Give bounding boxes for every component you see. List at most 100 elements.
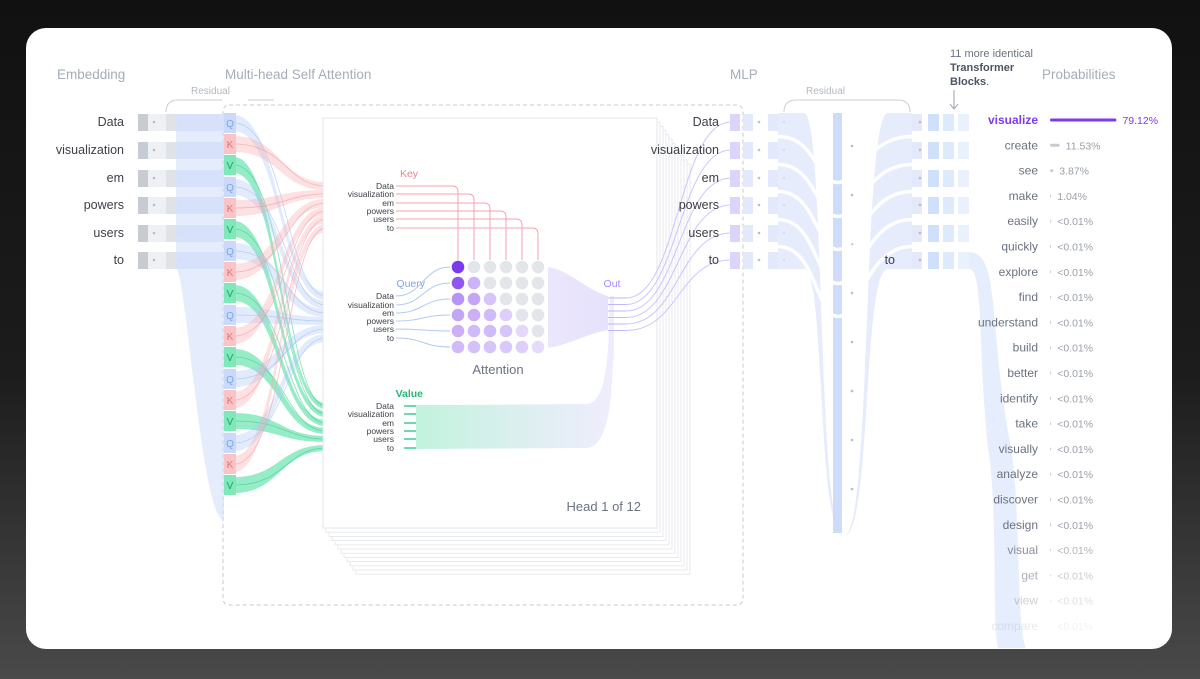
query-label: Query	[396, 278, 425, 290]
q-letter: Q	[226, 119, 234, 130]
residual-vector	[743, 170, 753, 187]
attention-cell	[483, 308, 497, 322]
mlp-dot	[918, 120, 922, 124]
out-to-mlp-line	[625, 204, 732, 318]
embedding-dot	[152, 258, 156, 262]
k-vector	[224, 326, 236, 346]
key-token: Data	[376, 181, 394, 191]
mlp-input-token: powers	[679, 198, 719, 212]
embedding-token: to	[114, 253, 124, 267]
q-vector	[224, 369, 236, 389]
v-flow-line	[233, 420, 327, 440]
probabilities-header: Probabilities	[1042, 67, 1116, 82]
mlp-separator	[777, 134, 913, 185]
value-flow	[234, 221, 326, 417]
probability-percent: <0.01%	[1057, 469, 1093, 481]
probability-word: visually	[999, 442, 1038, 456]
mlp-separator	[777, 189, 913, 252]
residual-vector	[912, 197, 922, 214]
residual-vector	[768, 252, 778, 269]
residual-vector	[166, 225, 176, 242]
v-flow-line	[233, 447, 327, 486]
attention-output-vector	[730, 225, 740, 242]
probability-percent: <0.01%	[1057, 317, 1093, 329]
v-flow-line	[233, 356, 327, 432]
mlp-dot	[757, 231, 761, 235]
embedding-dot	[152, 148, 156, 152]
embedding-to-qkv-lobe	[176, 114, 224, 520]
probability-word: find	[1019, 290, 1038, 304]
query-flow	[234, 334, 326, 451]
k-flow-line	[233, 218, 327, 401]
v-flow-line	[233, 164, 327, 407]
embedding-token: powers	[84, 198, 124, 212]
attention-cell	[499, 324, 513, 338]
residual-vector	[743, 197, 753, 214]
block-output-vector	[958, 142, 969, 159]
value-label: Value	[396, 388, 424, 400]
mlp-dot	[918, 258, 922, 262]
probability-percent: <0.01%	[1057, 419, 1093, 431]
attention-cell	[483, 340, 497, 354]
blocks-note-line1: 11 more identical	[950, 48, 1033, 60]
q-flow-line	[233, 250, 327, 314]
probability-percent: <0.01%	[1057, 267, 1093, 279]
residual-vector	[768, 142, 778, 159]
probability-bar	[1050, 573, 1052, 577]
probability-percent: <0.01%	[1057, 393, 1093, 405]
probability-word: see	[1019, 164, 1039, 178]
probability-bar	[1050, 118, 1117, 122]
mlp-header: MLP	[730, 67, 758, 82]
attention-cell	[451, 340, 465, 354]
attention-cell	[467, 324, 481, 338]
attention-cell	[515, 324, 529, 338]
attention-cell	[451, 308, 465, 322]
v-letter: V	[227, 417, 234, 428]
block-output-vector	[958, 252, 969, 269]
probability-percent: <0.01%	[1057, 545, 1093, 557]
mlp-dot	[850, 487, 854, 491]
mlp-dot	[850, 193, 854, 197]
q-letter: Q	[226, 311, 234, 322]
attention-cell	[483, 276, 497, 290]
v-flow-line	[233, 228, 327, 415]
query-token: users	[373, 324, 394, 334]
probability-word: view	[1014, 594, 1038, 608]
q-flow-line	[233, 314, 327, 322]
mlp-dot	[757, 176, 761, 180]
probability-word: explore	[999, 265, 1039, 279]
value-token: powers	[367, 426, 394, 436]
residual-label-right: Residual	[806, 86, 845, 97]
mlp-dot	[850, 340, 854, 344]
residual-vector	[166, 114, 176, 131]
k-vector	[224, 454, 236, 474]
probability-bar	[1050, 169, 1054, 173]
k-flow-line	[233, 143, 327, 187]
mlp-dot	[918, 148, 922, 152]
attention-output-vector	[730, 197, 740, 214]
probability-percent: <0.01%	[1057, 444, 1093, 456]
attention-cell	[467, 276, 481, 290]
block-output-vector	[928, 197, 939, 214]
block-output-vector	[928, 225, 939, 242]
head-label: Head 1 of 12	[567, 499, 641, 514]
query-flow	[234, 325, 326, 387]
probability-word: visualize	[988, 113, 1038, 127]
residual-vector	[768, 197, 778, 214]
k-vector	[224, 134, 236, 154]
residual-vector	[166, 142, 176, 159]
mlp-input-token: visualization	[651, 143, 719, 157]
v-letter: V	[227, 225, 234, 236]
attention-cell	[515, 276, 529, 290]
probability-word: quickly	[1001, 240, 1038, 254]
mlp-expansion	[778, 113, 912, 536]
attention-cell	[451, 324, 465, 338]
embedding-vector	[138, 142, 148, 159]
query-token: powers	[367, 316, 394, 326]
attention-cell	[499, 276, 513, 290]
q-flow-line	[233, 122, 327, 297]
block-output-vector	[958, 225, 969, 242]
prediction-funnel	[969, 252, 1026, 648]
attention-cell	[467, 260, 481, 274]
